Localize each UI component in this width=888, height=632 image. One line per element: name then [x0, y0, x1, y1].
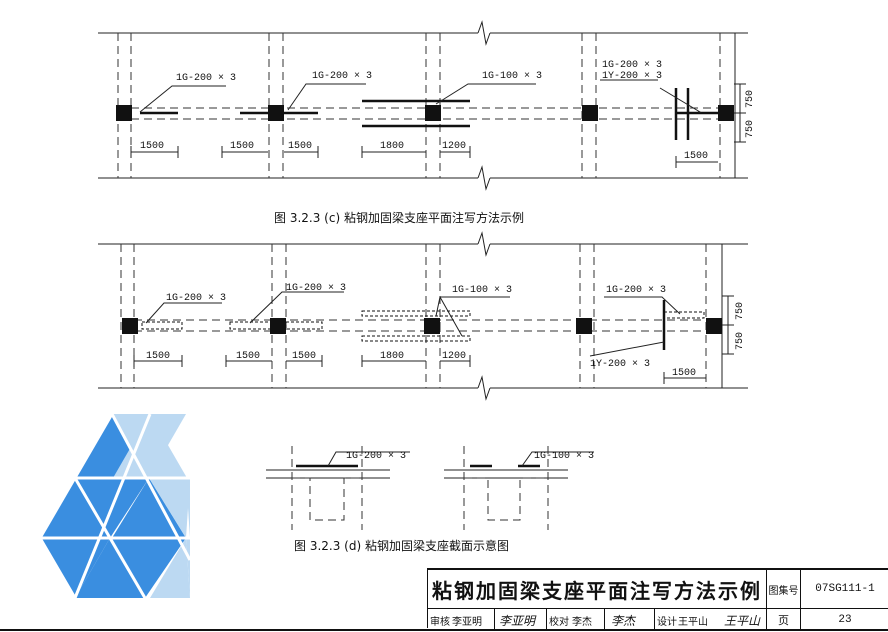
dim-c2-7: 750 — [735, 302, 746, 320]
dim-c2-1: 1500 — [146, 351, 170, 362]
caption-c: 图 3.2.3 (c) 粘钢加固梁支座平面注写方法示例 — [274, 210, 524, 225]
label-d-1: 1G-200 × 3 — [346, 451, 406, 462]
signature-row: 审核 李亚明 李亚明 校对 李杰 李杰 设计 王平山 王平山 页 23 — [428, 608, 888, 631]
label-c-3: 1G-100 × 3 — [482, 71, 542, 82]
dim-c2-8: 750 — [735, 332, 746, 350]
label-c2-1: 1G-200 × 3 — [166, 293, 226, 304]
dim-c-5: 1200 — [442, 141, 466, 152]
check-label: 校对 — [546, 609, 570, 631]
dim-c-2: 1500 — [230, 141, 254, 152]
label-c-5: 1Y-200 × 3 — [602, 71, 662, 82]
column-c-2 — [268, 105, 284, 121]
checker-signature: 李杰 — [604, 609, 654, 631]
column-c-4 — [582, 105, 598, 121]
bottom-rule — [0, 629, 888, 631]
dim-c2-5: 1200 — [442, 351, 466, 362]
column-c-3 — [425, 105, 441, 121]
designer-signature: 王平山 — [724, 613, 761, 628]
column-c2-3 — [424, 318, 440, 334]
section-d-1: 1G-200 × 3 — [266, 446, 410, 530]
dim-c-7: 750 — [745, 90, 756, 108]
column-c2-4 — [576, 318, 592, 334]
label-c-4: 1G-200 × 3 — [602, 60, 662, 71]
column-c-5 — [718, 105, 734, 121]
reviewer-signature: 李亚明 — [494, 609, 544, 631]
designer-name: 王平山 — [678, 616, 708, 628]
column-c2-5 — [706, 318, 722, 334]
dim-c-4: 1800 — [380, 141, 404, 152]
label-c2-5: 1Y-200 × 3 — [590, 359, 650, 370]
plan-c: 1G-200 × 3 1G-200 × 3 1G-100 × 3 1G-200 … — [98, 20, 756, 191]
title-block: 粘钢加固梁支座平面注写方法示例 图集号 07SG111-1 审核 李亚明 李亚明… — [427, 568, 888, 631]
caption-d: 图 3.2.3 (d) 粘钢加固梁支座截面示意图 — [294, 538, 509, 553]
atlas-label: 图集号 — [766, 570, 800, 608]
section-d-2: 1G-100 × 3 — [444, 446, 594, 530]
dim-c-3: 1500 — [288, 141, 312, 152]
dim-c2-2: 1500 — [236, 351, 260, 362]
label-d-2: 1G-100 × 3 — [534, 451, 594, 462]
design-label: 设计 — [654, 609, 678, 631]
column-c2-2 — [270, 318, 286, 334]
dim-c2-6: 1500 — [672, 368, 696, 379]
dim-c2-4: 1800 — [380, 351, 404, 362]
checker-name: 李杰 — [572, 616, 592, 628]
label-c-2: 1G-200 × 3 — [312, 71, 372, 82]
review-label: 审核 — [430, 616, 450, 628]
drawing-title: 粘钢加固梁支座平面注写方法示例 — [432, 578, 762, 603]
dim-c2-3: 1500 — [292, 351, 316, 362]
dim-c-1: 1500 — [140, 141, 164, 152]
dim-c-6: 1500 — [684, 151, 708, 162]
dim-c-8: 750 — [745, 120, 756, 138]
plan-c2: 1G-200 × 3 1G-200 × 3 1G-100 × 3 1G-200 … — [98, 231, 748, 401]
column-c-1 — [116, 105, 132, 121]
label-c2-2: 1G-200 × 3 — [286, 283, 346, 294]
dimensions-c2 — [133, 295, 734, 384]
label-c2-3: 1G-100 × 3 — [452, 285, 512, 296]
atlas-number: 07SG111-1 — [800, 570, 888, 608]
label-c-1: 1G-200 × 3 — [176, 73, 236, 84]
column-c2-1 — [122, 318, 138, 334]
page-number: 23 — [800, 609, 888, 631]
reviewer-name: 李亚明 — [452, 616, 482, 628]
logo-triangles — [38, 413, 192, 599]
page-label: 页 — [766, 609, 800, 631]
dimensions-c — [130, 83, 746, 168]
label-c2-4: 1G-200 × 3 — [606, 285, 666, 296]
